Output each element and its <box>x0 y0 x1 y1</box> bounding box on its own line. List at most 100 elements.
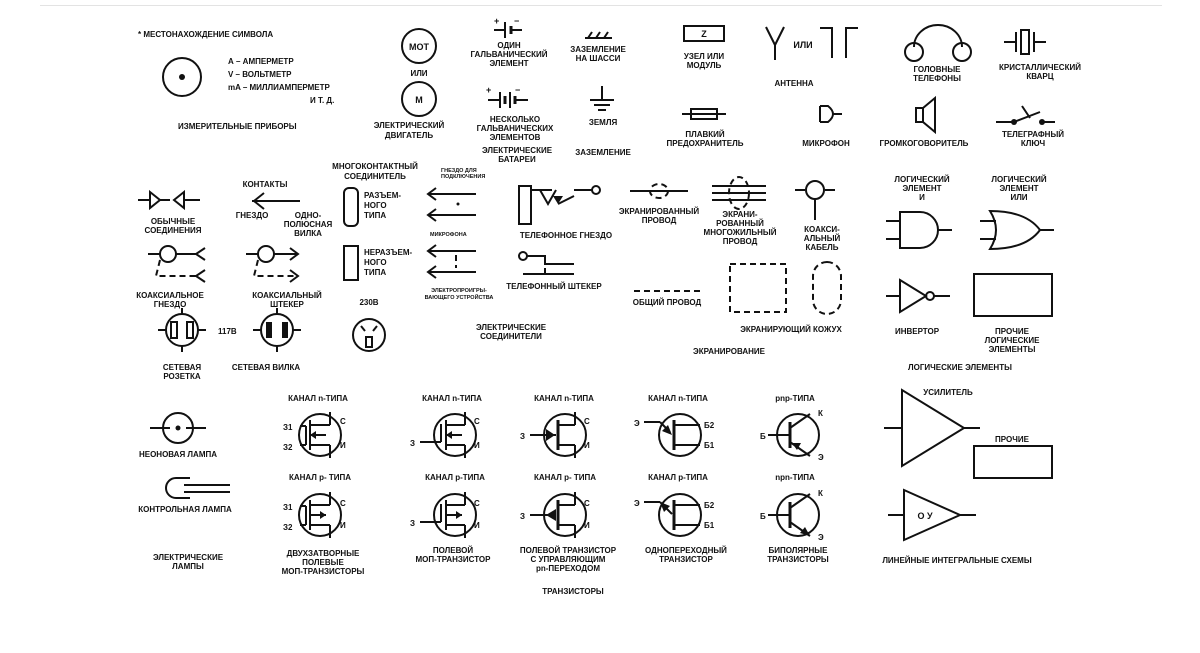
fuse-caption-1: ПЛАВКИЙ <box>685 130 725 139</box>
jfet-n-label: КАНАЛ n-ТИПА <box>534 394 594 403</box>
cell-caption-2: ГАЛЬВАНИЧЕСКИЙ <box>470 50 547 59</box>
amplifier-label: УСИЛИТЕЛЬ <box>923 388 973 397</box>
outlet-caption-2: РОЗЕТКА <box>163 372 201 381</box>
key-caption-1: ТЕЛЕГРАФНЫЙ <box>1002 130 1064 139</box>
ujt-p-label: КАНАЛ p-ТИПА <box>648 473 708 482</box>
fuse-symbol <box>682 108 726 120</box>
other-logic-caption-3: ЭЛЕМЕНТЫ <box>989 345 1036 354</box>
npn-pin-k: К <box>818 489 823 498</box>
dg-p-pin-c: С <box>340 499 346 508</box>
battery-minus: − <box>515 85 520 95</box>
mosfet-n-symbol <box>420 412 477 458</box>
coax-cable-caption-1: КОАКСИ- <box>804 225 840 234</box>
npn-pin-e: Э <box>818 533 824 542</box>
microphone-jack-symbol <box>426 187 476 222</box>
milliammeter-label: mA – МИЛЛИАМПЕРМЕТР <box>228 83 331 92</box>
top-divider <box>40 5 1162 6</box>
phone-plug-caption: ТЕЛЕФОННЫЙ ШТЕКЕР <box>506 282 602 291</box>
mains-outlet-symbol <box>158 308 206 352</box>
plug-caption-2: ПОЛЮСНАЯ <box>284 220 333 229</box>
jfet-caption-3: pn-ПЕРЕХОДОМ <box>536 564 600 573</box>
jfet-n-pin-c: С <box>584 417 590 426</box>
batteries-caption-2: БАТАРЕИ <box>498 155 536 164</box>
multi-shield-caption-3: МНОГОЖИЛЬНЫЙ <box>704 228 777 237</box>
pnp-pin-k: К <box>818 409 823 418</box>
jfet-p-pin-z: З <box>520 512 525 521</box>
mos-n-pin-c: С <box>474 417 480 426</box>
player-jack-symbol <box>426 244 476 279</box>
jfet-n-symbol <box>530 412 587 458</box>
or-caption-3: ИЛИ <box>1010 193 1027 202</box>
single-pole-plug-symbol <box>252 192 300 210</box>
ujt-n-pin-b2: Б2 <box>704 421 715 430</box>
coax-jack-symbol <box>148 245 206 283</box>
jfet-p-label: КАНАЛ p- ТИПА <box>534 473 596 482</box>
mos-caption-2: МОП-ТРАНЗИСТОР <box>416 555 492 564</box>
pnp-pin-b: Б <box>760 432 766 441</box>
other-logic-symbol <box>973 273 1053 317</box>
ujt-caption-1: ОДНОПЕРЕХОДНЫЙ <box>645 546 727 555</box>
jfet-n-pin-z: З <box>520 432 525 441</box>
cell-minus: − <box>514 16 519 26</box>
phones-caption-2: ТЕЛЕФОНЫ <box>913 74 961 83</box>
connectors-caption-1: ЭЛЕКТРИЧЕСКИЕ <box>476 323 547 332</box>
motor-symbol-m <box>401 81 437 117</box>
headphones-symbol <box>904 24 972 62</box>
npn-pin-b: Б <box>760 512 766 521</box>
detachable-connector-symbol <box>343 187 359 227</box>
cell-caption-3: ЭЛЕМЕНТ <box>490 59 529 68</box>
microphone-symbol <box>819 105 842 123</box>
plug-caption-3: ВИЛКА <box>294 229 322 238</box>
npn-transistor-symbol <box>768 493 820 537</box>
other-linear-symbol <box>973 445 1053 479</box>
dg-n-pin-i: И <box>340 441 346 450</box>
microphone-caption: МИКРОФОН <box>802 139 850 148</box>
mains-230v-symbol <box>352 318 386 352</box>
linear-caption: ЛИНЕЙНЫЕ ИНТЕГРАЛЬНЫЕ СХЕМЫ <box>882 556 1032 565</box>
voltmeter-label: V – ВОЛЬТМЕТР <box>228 70 292 79</box>
meters-caption: ИЗМЕРИТЕЛЬНЫЕ ПРИБОРЫ <box>178 122 297 131</box>
fixed-caption-2: НОГО <box>364 258 387 267</box>
fixed-caption-1: НЕРАЗЪЕМ- <box>364 248 412 257</box>
module-caption-1: УЗЕЛ ИЛИ <box>684 52 725 61</box>
antenna-symbol-dipole <box>820 27 858 58</box>
cells-caption-1: НЕСКОЛЬКО <box>490 115 540 124</box>
other-logic-caption-1: ПРОЧИЕ <box>995 327 1030 336</box>
and-caption-3: И <box>919 193 925 202</box>
outlet-117-label: 117В <box>218 327 237 336</box>
jfet-caption-1: ПОЛЕВОЙ ТРАНЗИСТОР <box>520 546 617 555</box>
opamp-label: О У <box>917 511 933 521</box>
coax-jack-caption-2: ГНЕЗДО <box>154 300 187 309</box>
jfet-p-pin-c: С <box>584 499 590 508</box>
module-symbol <box>683 25 725 42</box>
battery-plus: + <box>486 85 491 95</box>
mos-p-pin-i: И <box>474 521 480 530</box>
ujt-p-pin-b2: Б2 <box>704 501 715 510</box>
coax-plug-caption-1: КОАКСИАЛЬНЫЙ <box>252 291 322 300</box>
ujt-n-label: КАНАЛ n-ТИПА <box>648 394 708 403</box>
dg-p-pin-i: И <box>340 521 346 530</box>
pnp-transistor-symbol <box>768 413 820 457</box>
earth-ground-symbol <box>590 86 614 111</box>
plug-caption-1: ОДНО- <box>295 211 322 220</box>
cell-plus: + <box>494 16 499 26</box>
bjt-caption-2: ТРАНЗИСТОРЫ <box>767 555 829 564</box>
v230-label: 230В <box>359 298 378 307</box>
detach-caption-1: РАЗЪЕМ- <box>364 191 401 200</box>
inverter-symbol <box>886 278 950 314</box>
logic-caption: ЛОГИЧЕСКИЕ ЭЛЕМЕНТЫ <box>908 363 1012 372</box>
or-caption-2: ЭЛЕМЕНТ <box>1000 184 1039 193</box>
connectors-caption-2: СОЕДИНИТЕЛИ <box>480 332 542 341</box>
etc-label: И Т. Д. <box>310 96 334 105</box>
mosfet-p-symbol <box>420 492 477 538</box>
motor-caption-2: ДВИГАТЕЛЬ <box>385 131 433 140</box>
dual-gate-mosfet-p-symbol <box>298 492 342 538</box>
shielded-caption-2: ПРОВОД <box>642 216 677 225</box>
phone-jack-symbol <box>518 185 601 225</box>
ujt-p-pin-e: Э <box>634 499 640 508</box>
dg-p-pin-z2: З2 <box>283 523 293 532</box>
plain-caption-1: ОБЫЧНЫЕ <box>151 217 196 226</box>
antenna-symbol-y <box>765 26 785 60</box>
mos-p-label: КАНАЛ p-ТИПА <box>425 473 485 482</box>
antenna-caption: АНТЕННА <box>774 79 813 88</box>
